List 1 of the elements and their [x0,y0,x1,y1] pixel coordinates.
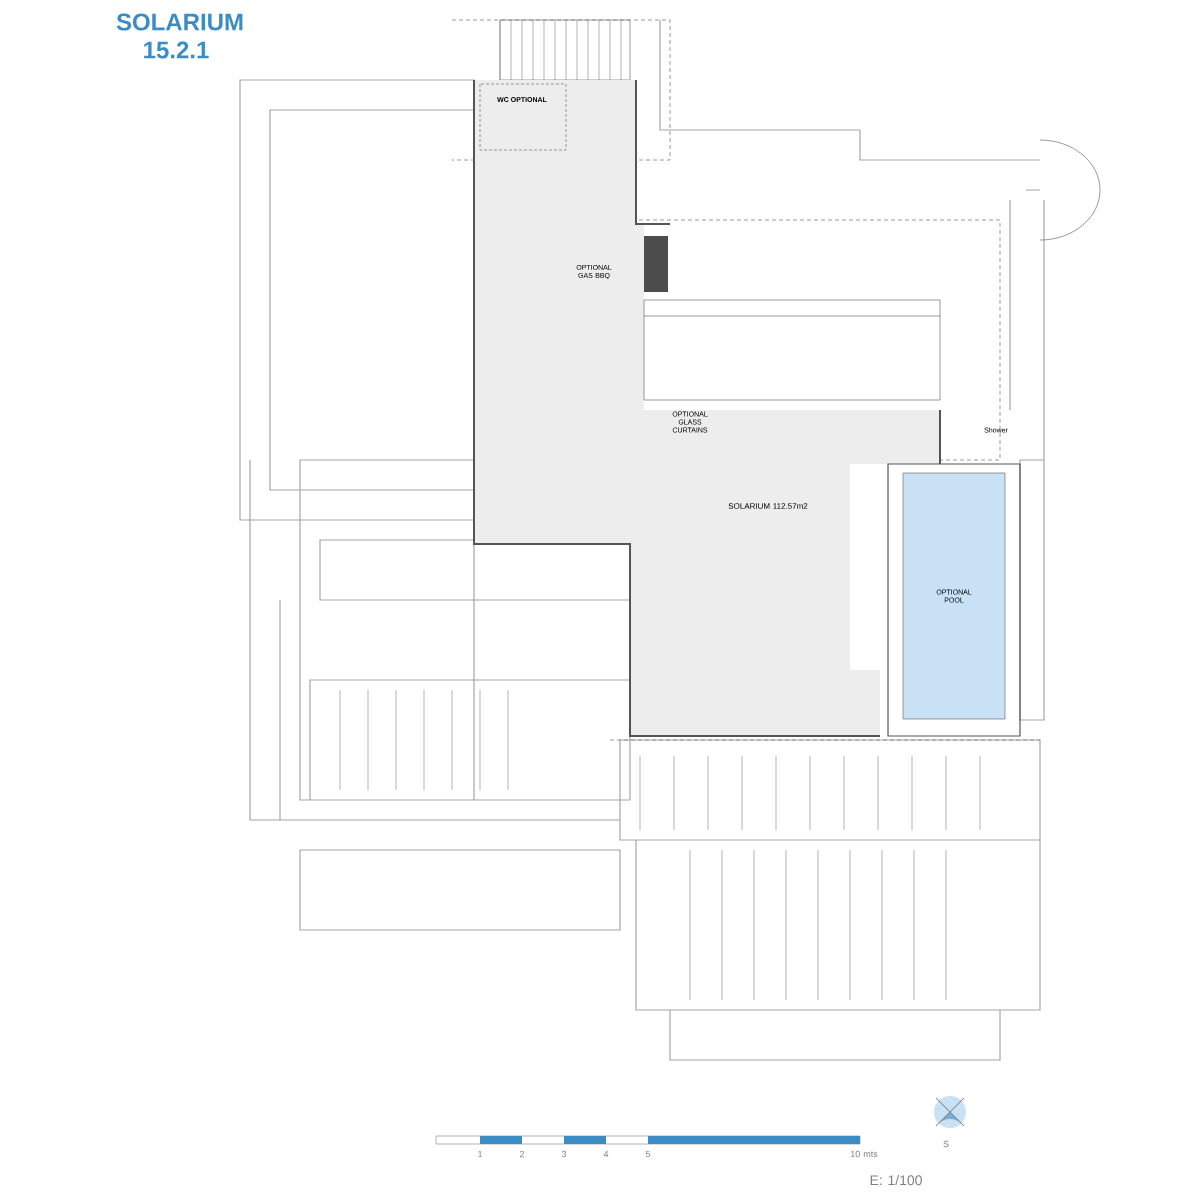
title: SOLARIUM 15.2.1 [116,13,243,59]
